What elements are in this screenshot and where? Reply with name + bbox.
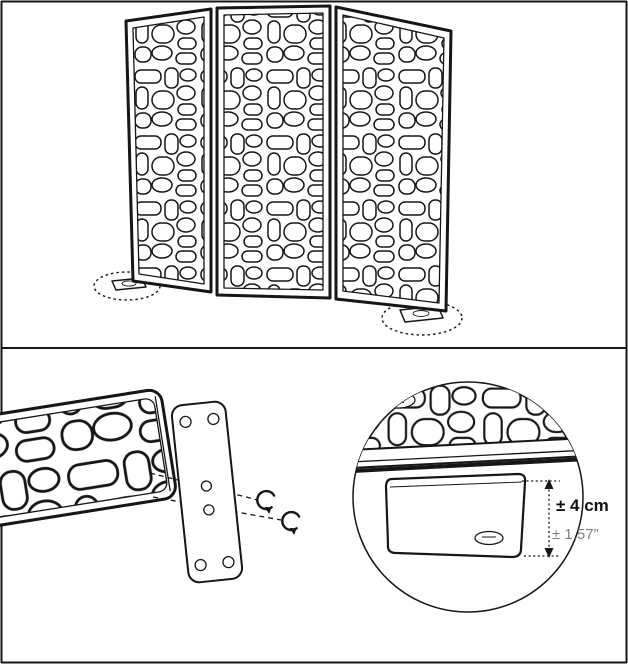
rotate-clockwise-icon (253, 488, 276, 516)
dimension-arrow-down (544, 548, 554, 558)
screen-panel-middle (215, 4, 332, 300)
measurement-imperial: ± 1.57” (552, 526, 599, 543)
plate-hole (207, 412, 220, 426)
rotate-clockwise-icon (278, 509, 301, 537)
measurement-metric: ± 4 cm (556, 496, 609, 515)
adjustable-foot (384, 472, 527, 559)
folding-screen-overview (93, 4, 463, 336)
plate-center-hole (200, 480, 213, 492)
panel-bottom-rail (353, 437, 583, 469)
plate-hole (179, 415, 192, 429)
dimension-arrow-up (544, 479, 554, 489)
foot-mounting-step (0, 388, 301, 584)
panel-pattern-zoom (353, 382, 583, 451)
flat-panel-corner (0, 388, 177, 535)
screen-panel-left (124, 7, 213, 294)
dimension-annotation (522, 479, 560, 558)
brand-badge-foot (474, 530, 504, 546)
plate-hole (222, 555, 235, 569)
screen-panel-right (334, 5, 453, 313)
plate-hole (194, 558, 207, 572)
mounting-plate (170, 400, 244, 584)
foot-detail-view (352, 381, 584, 613)
plate-center-hole (203, 504, 215, 516)
